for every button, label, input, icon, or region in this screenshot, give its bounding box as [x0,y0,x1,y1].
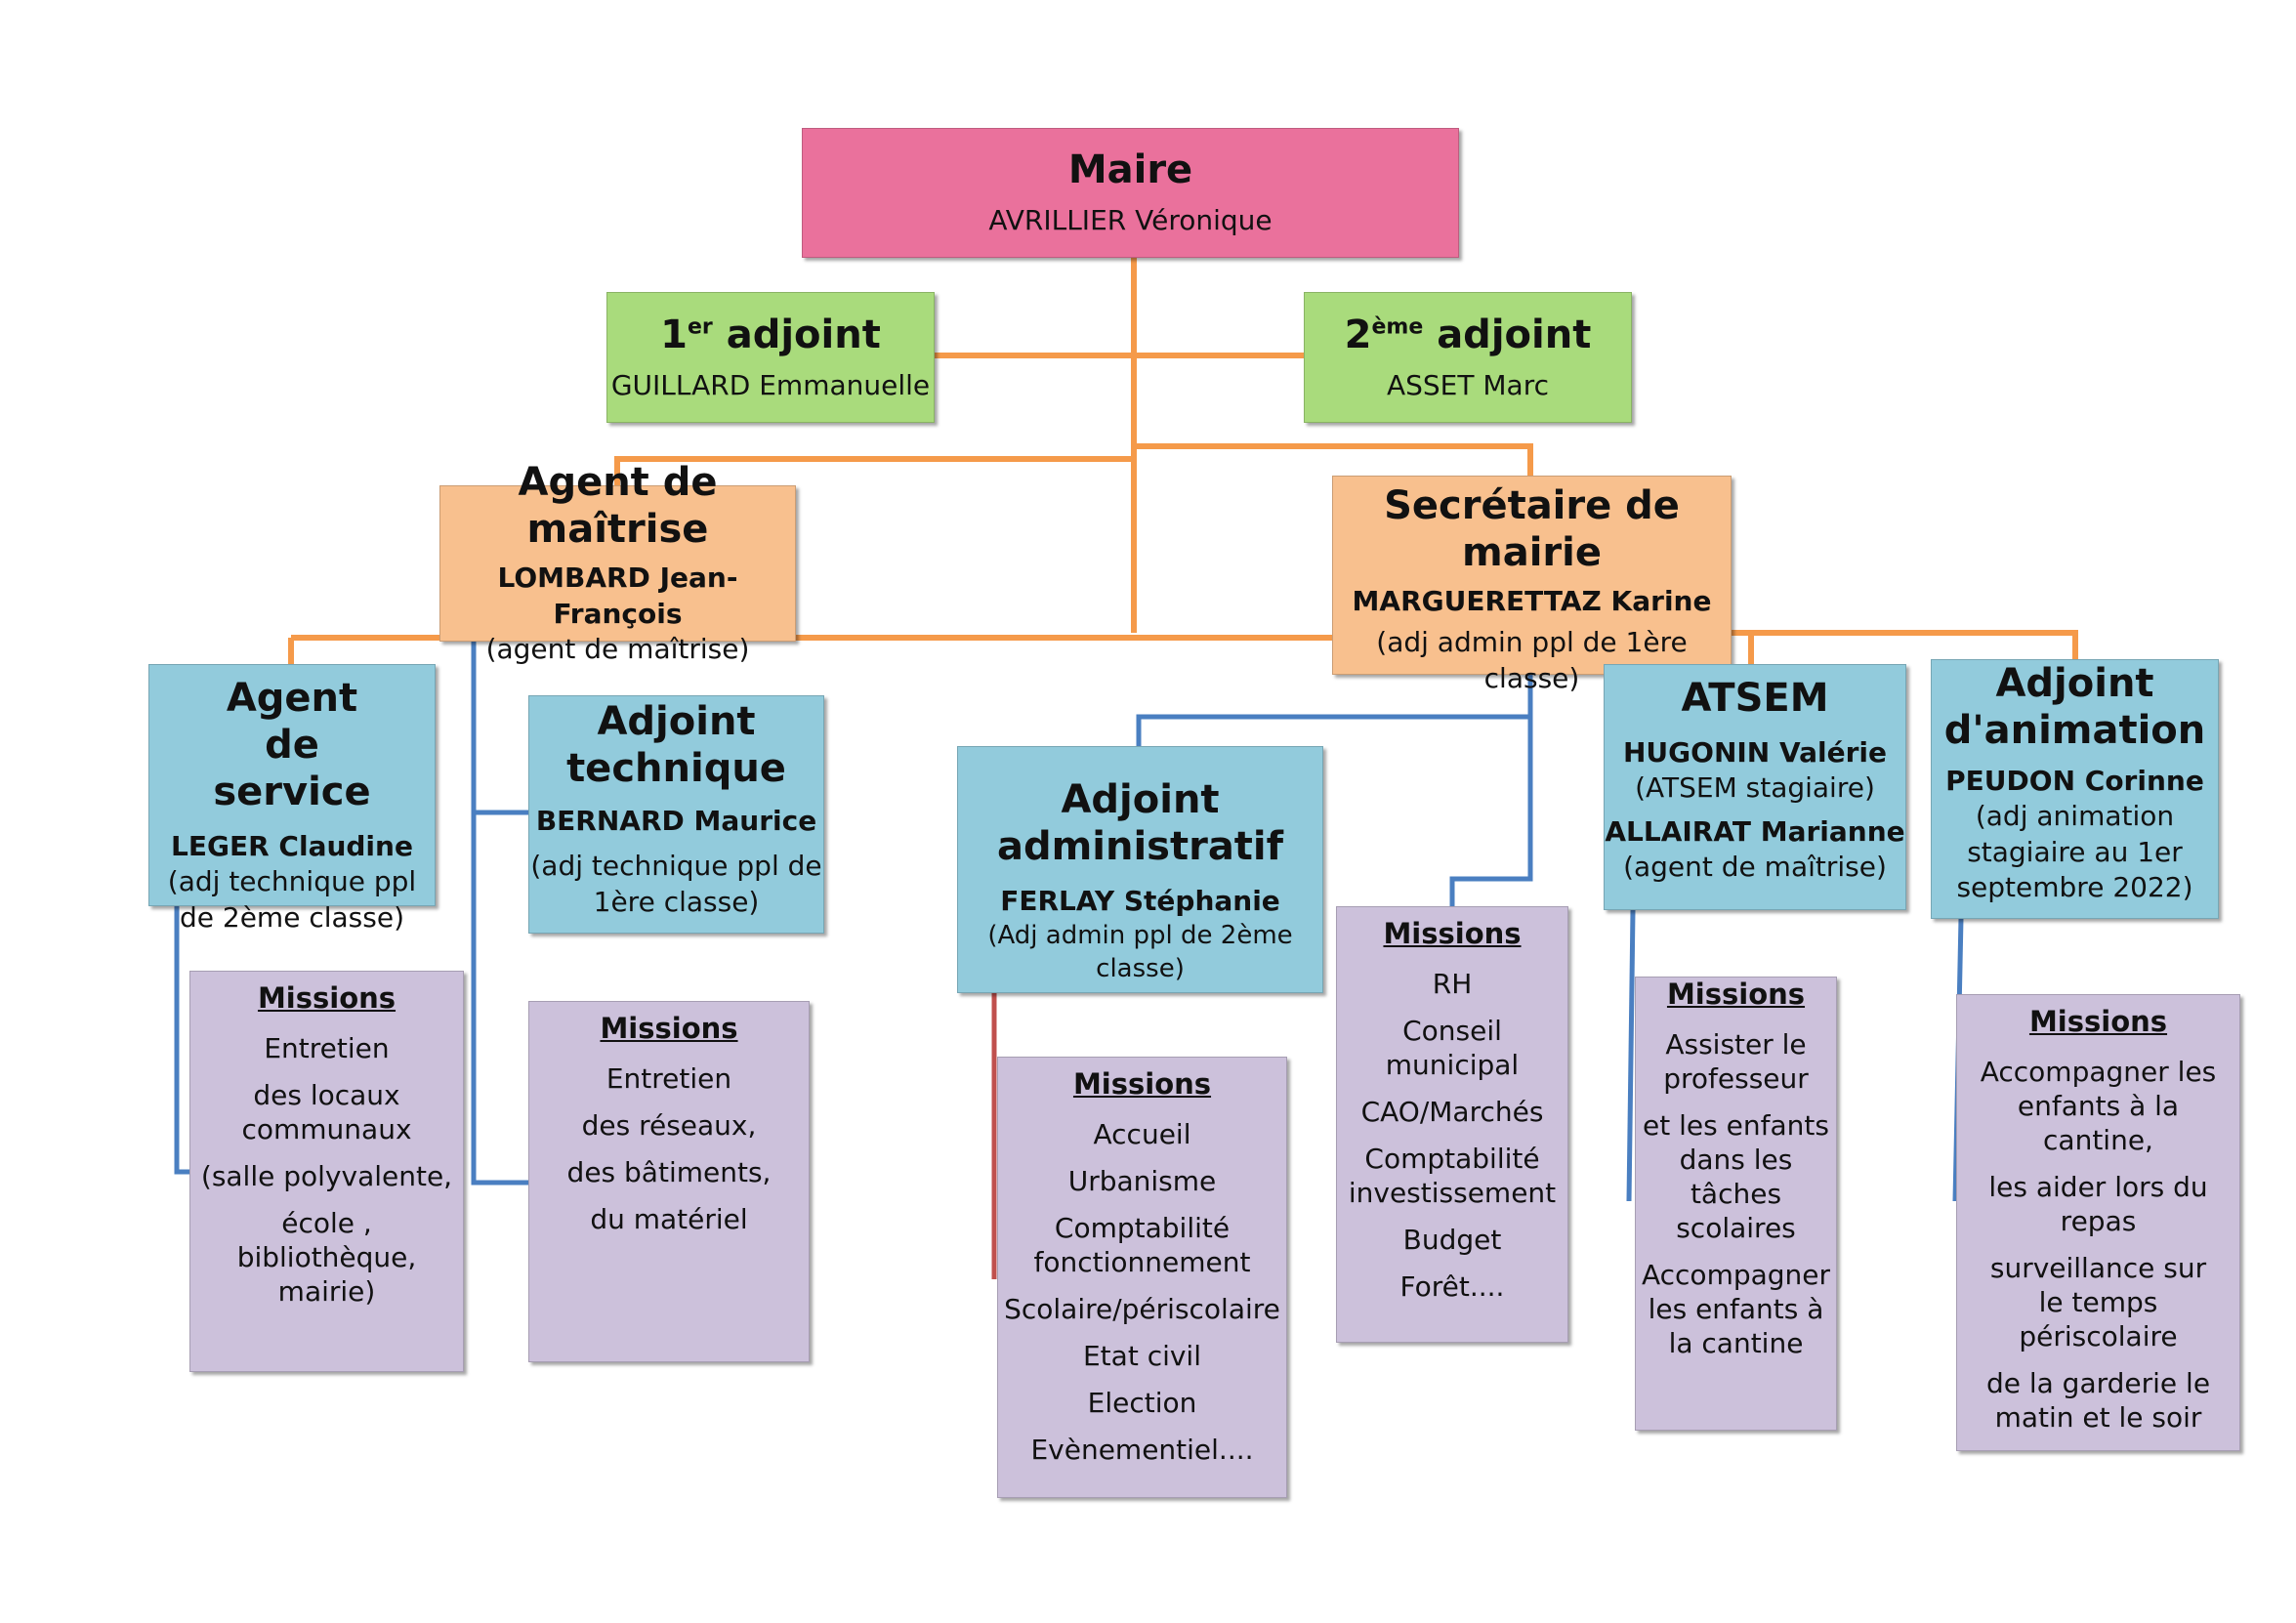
mission-item: surveillance sur le temps périscolaire [1989,1252,2207,1352]
atsem-name2: ALLAIRAT Marianne [1605,814,1905,848]
mission-item: Evènementiel.... [1030,1434,1254,1466]
connector-to-secretaire [1134,443,1533,476]
connector-to-agent-maitrise [614,456,1134,485]
mission-item: et les enfants dans les tâches scolaires [1643,1109,1829,1244]
maire-title: Maire [1067,147,1193,193]
missions-heading: Missions [1072,1067,1212,1101]
missions-heading: Missions [257,981,397,1015]
connector-to-adjoint-administratif [1136,714,1530,746]
adjoint1-box: 1er adjoint GUILLARD Emmanuelle [606,292,935,423]
mission-item: CAO/Marchés [1360,1096,1544,1128]
agent-maitrise-title: Agent de maîtrise [518,460,718,553]
agent-maitrise-grade: (agent de maîtrise) [485,633,750,666]
adjoint-animation-box: Adjoint d'animation PEUDON Corinne (adj … [1931,659,2219,919]
mission-item: Accompagner les enfants à la cantine, [1980,1056,2217,1156]
secretaire-grade: (adj admin ppl de 1ère classe) [1376,626,1688,694]
connector-lombard-branch [471,642,528,1186]
mission-item: (salle polyvalente, [200,1160,453,1192]
mission-item: les aider lors du repas [1988,1171,2208,1237]
adjoint1-title: 1er adjoint [660,312,881,357]
adjoint-administratif-box: Adjoint administratif FERLAY Stéphanie (… [957,746,1323,993]
agent-service-title: Agent de service [213,676,371,814]
adjoint2-box: 2ème adjoint ASSET Marc [1304,292,1632,423]
atsem-title: ATSEM [1681,676,1829,721]
mission-item: Scolaire/périscolaire [1004,1293,1280,1325]
adjoint2-title: 2ème adjoint [1344,312,1592,357]
missions-atsem: Missions Assister le professeur et les e… [1635,977,1837,1431]
mission-item: des réseaux, [581,1109,757,1142]
adjoint-technique-box: Adjoint technique BERNARD Maurice (adj t… [528,695,824,934]
maire-name: AVRILLIER Véronique [988,204,1273,237]
secretaire-box: Secrétaire de mairie MARGUERETTAZ Karine… [1332,476,1732,694]
adjoint-animation-grade: (adj animation stagiaire au 1er septembr… [1956,800,2193,904]
mission-item: du matériel [590,1203,748,1235]
missions-secretaire: Missions RH Conseil municipal CAO/Marché… [1336,906,1568,1343]
atsem-box: ATSEM HUGONIN Valérie (ATSEM stagiaire) … [1604,664,1906,910]
missions-agent-service: Missions Entretien des locaux communaux … [189,971,464,1372]
agent-service-details: LEGER Claudine (adj technique ppl de 2èm… [167,830,417,934]
secretaire-title: Secrétaire de mairie [1384,483,1680,575]
connector-secretaire-branch [1449,674,1533,906]
adjoint-administratif-title: Adjoint administratif [996,777,1284,869]
agent-maitrise-name: LOMBARD Jean-François [497,562,738,630]
mission-item: Entretien [264,1032,390,1064]
missions-heading: Missions [600,1012,738,1045]
adjoint-technique-title: Adjoint technique [566,699,786,791]
agent-service-box: Agent de service LEGER Claudine (adj tec… [148,664,436,934]
missions-adjoint-administratif: Missions Accueil Urbanisme Comptabilité … [997,1057,1287,1498]
mission-item: Accompagner les enfants à la cantine [1641,1259,1831,1359]
mission-item: Entretien [605,1062,732,1095]
mission-item: Assister le professeur [1663,1028,1809,1095]
mission-item: Conseil municipal [1385,1015,1520,1081]
missions-heading: Missions [1383,917,1522,950]
mission-item: Urbanisme [1067,1165,1217,1197]
adjoint-technique-name: BERNARD Maurice [535,805,817,837]
connector-atsem-missions [1626,909,1636,1202]
mission-item: des bâtiments, [566,1156,772,1188]
mission-item: école , bibliothèque, mairie) [236,1207,417,1308]
adjoint2-name: ASSET Marc [1386,368,1549,401]
adjoint-administratif-details: FERLAY Stéphanie (Adj admin ppl de 2ème … [987,885,1293,983]
missions-heading: Missions [2028,1005,2168,1038]
missions-adjoint-technique: Missions Entretien des réseaux, des bâti… [528,1001,810,1362]
mission-item: Budget [1402,1224,1502,1256]
mission-item: RH [1432,968,1473,1000]
connector-to-adjoint-animation [1729,630,2078,659]
atsem-grade1: (ATSEM stagiaire) [1635,771,1875,805]
missions-adjoint-animation: Missions Accompagner les enfants à la ca… [1956,994,2240,1451]
missions-heading: Missions [1666,978,1806,1011]
mission-item: Election [1087,1387,1197,1419]
atsem-name1: HUGONIN Valérie [1622,736,1887,769]
mission-item: Comptabilité fonctionnement [1033,1212,1251,1278]
secretaire-name: MARGUERETTAZ Karine [1352,585,1712,617]
adjoint1-name: GUILLARD Emmanuelle [610,368,931,401]
adjoint-animation-name: PEUDON Corinne [1945,765,2204,797]
connector-agent-service-missions [174,906,189,1175]
atsem-grade2: (agent de maîtrise) [1623,851,1887,884]
maire-box: Maire AVRILLIER Véronique [802,128,1459,258]
mission-item: de la garderie le matin et le soir [1985,1367,2211,1434]
adjoint-technique-grade: (adj technique ppl de 1ère classe) [530,850,822,918]
mission-item: des locaux communaux [241,1079,412,1145]
mission-item: Accueil [1093,1118,1191,1150]
mission-item: Etat civil [1082,1340,1201,1372]
mission-item: Comptabilité investissement [1348,1143,1557,1209]
adjoint-animation-title: Adjoint d'animation [1943,661,2206,753]
mission-item: Forêt.... [1399,1270,1505,1303]
agent-maitrise-box: Agent de maîtrise LOMBARD Jean-François … [439,460,796,665]
